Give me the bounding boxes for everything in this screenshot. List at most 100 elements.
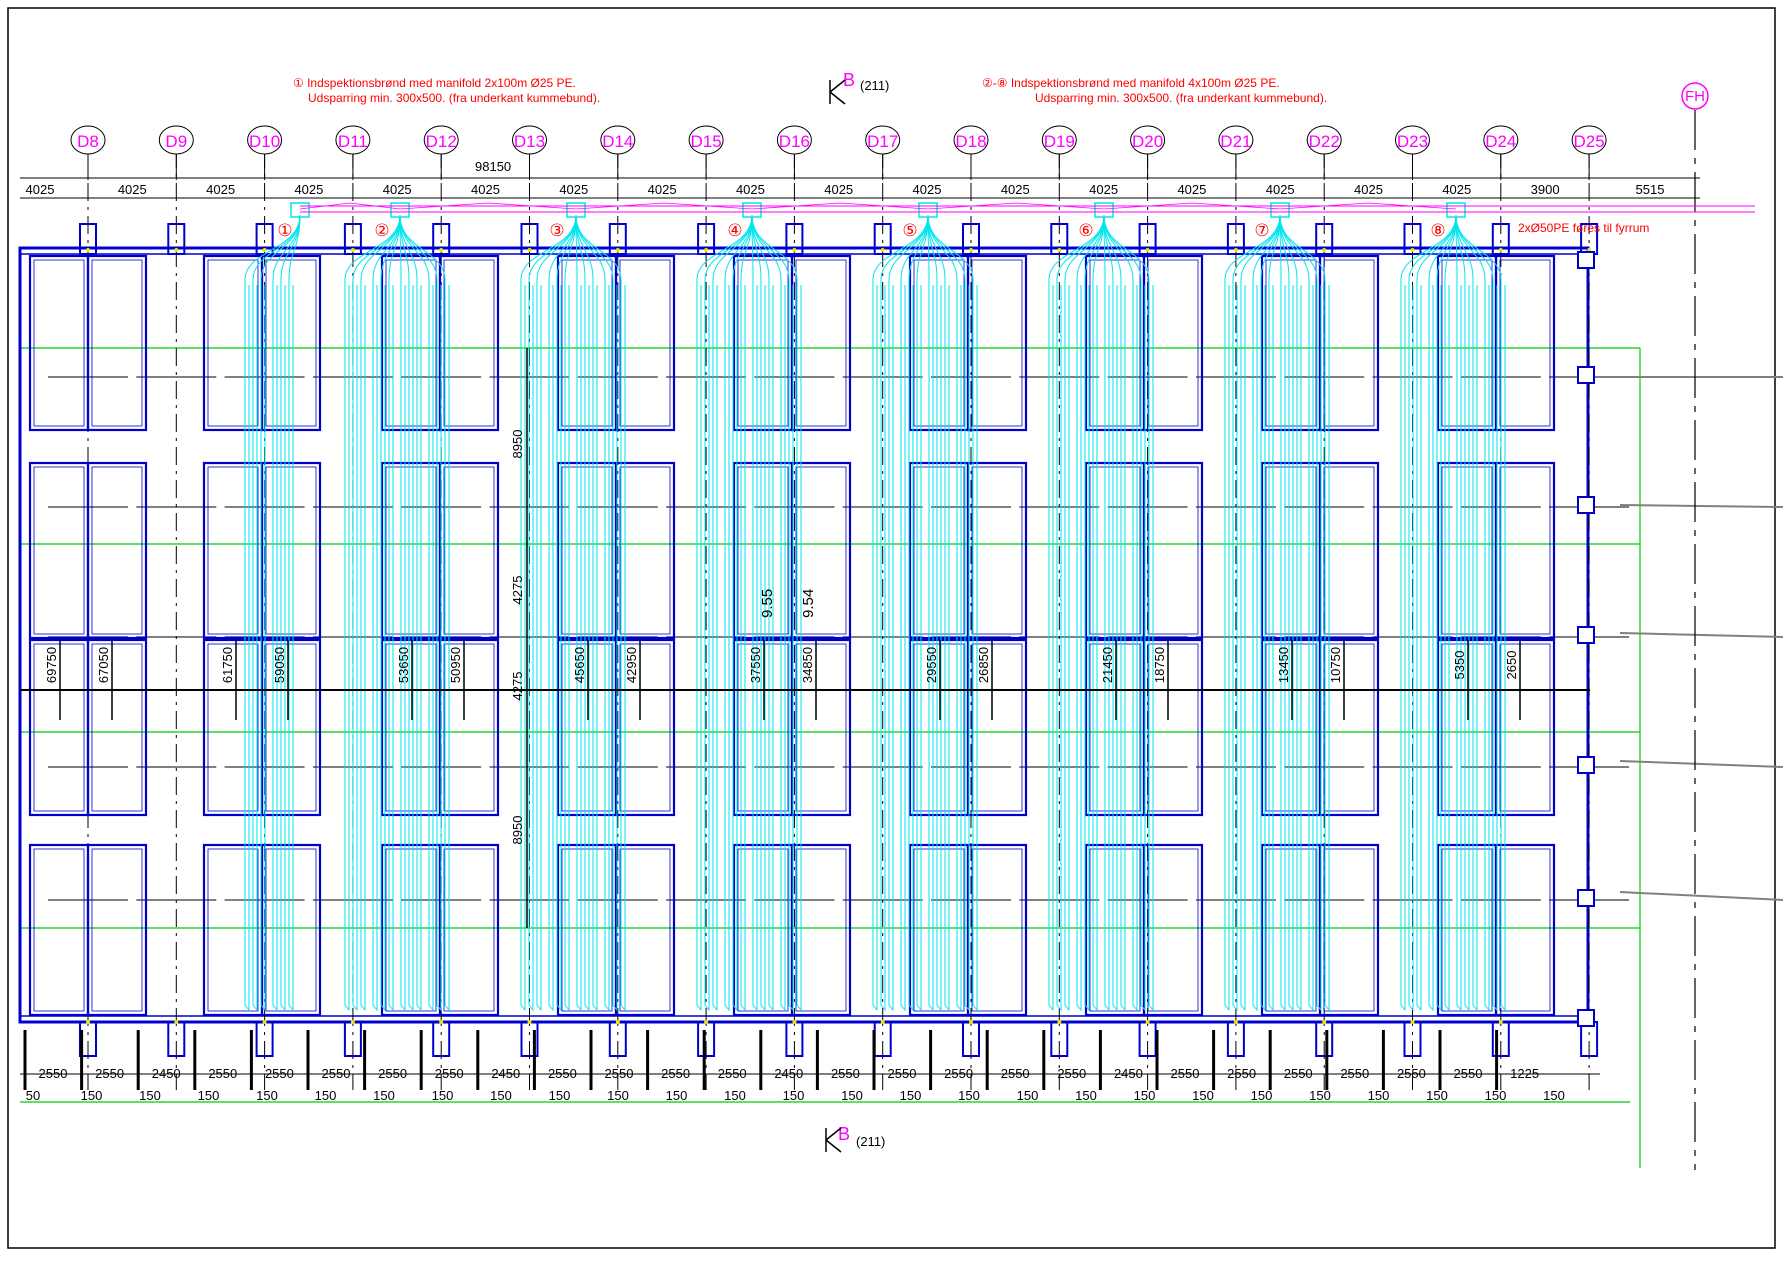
- pipe-run: [1455, 214, 1506, 1012]
- feed-zig: [299, 202, 401, 210]
- dim-bottom2-18: 150: [1075, 1088, 1097, 1103]
- dim-top-10: 4025: [913, 182, 942, 197]
- dim-bottom-7: 2550: [435, 1066, 464, 1081]
- dim-bottom-24: 2550: [1397, 1066, 1426, 1081]
- panel-r2-c4-left-inner: [737, 643, 789, 812]
- panel-r2-c5-right-inner: [971, 643, 1023, 812]
- dim-bottom-17: 2550: [1001, 1066, 1030, 1081]
- panel-r0-c2-left: [380, 254, 442, 432]
- panel-r0-c3-left-inner: [561, 259, 613, 427]
- panel-r3-c4-right: [790, 843, 852, 1017]
- chainage-3: 59050: [272, 647, 287, 683]
- pile-dot: [969, 1020, 973, 1024]
- axis-label-D21: D21: [1220, 132, 1251, 151]
- pipe-run: [380, 214, 401, 1012]
- pipe-run: [1092, 214, 1105, 1012]
- panel-r1-c5-right: [966, 461, 1028, 640]
- panel-r3-c7-right: [1318, 843, 1380, 1017]
- axis-label-D15: D15: [691, 132, 722, 151]
- panel-r1-c4-right-inner: [795, 466, 847, 635]
- panel-r0-c5-right-inner: [971, 259, 1023, 427]
- feed-zig: [927, 202, 1105, 210]
- panel-r0-c3-right-inner: [619, 259, 671, 427]
- panel-r0-c0-left-inner: [33, 259, 85, 427]
- chainage-6: 45650: [572, 647, 587, 683]
- dim-bottom-21: 2550: [1227, 1066, 1256, 1081]
- dim-bottom2-15: 150: [900, 1088, 922, 1103]
- pipe-run: [740, 214, 753, 1012]
- panel-r0-c5-left-inner: [913, 259, 965, 427]
- pipe-run: [344, 214, 401, 1012]
- pipe-run: [388, 214, 401, 1012]
- pipe-run: [548, 214, 577, 1012]
- chainage-16: 5350: [1452, 651, 1467, 680]
- pipe-run: [1279, 214, 1330, 1012]
- chainage-9: 34850: [800, 647, 815, 683]
- dim-bottom2-13: 150: [783, 1088, 805, 1103]
- dim-bottom2-14: 150: [841, 1088, 863, 1103]
- panel-r0-c8-right-inner: [1499, 259, 1551, 427]
- dim-bottom2-7: 150: [432, 1088, 454, 1103]
- panel-r2-c3-right: [614, 638, 676, 817]
- pile-dot: [615, 1020, 620, 1024]
- panel-r1-c2-right: [438, 461, 500, 640]
- axis-label-D25: D25: [1574, 132, 1605, 151]
- dim-bottom2-2: 150: [139, 1088, 161, 1103]
- panel-r3-c2-right: [438, 843, 500, 1017]
- panel-r3-c3-right: [614, 843, 676, 1017]
- pipe-run: [1076, 214, 1105, 1012]
- dim-bottom-3: 2550: [208, 1066, 237, 1081]
- axis-label-D10: D10: [249, 132, 280, 151]
- pile-dot: [792, 1020, 797, 1024]
- panel-r3-c7-left: [1260, 843, 1322, 1017]
- pile-dot: [439, 248, 444, 252]
- note-1-line-2: Udsparring min. 300x500. (fra underkant …: [308, 91, 600, 105]
- dim-bottom-0: 2550: [39, 1066, 68, 1081]
- panel-r3-c4-right-inner: [795, 848, 847, 1012]
- manifold-marker-6: ⑥: [1078, 221, 1093, 240]
- dim-bottom2-10: 150: [607, 1088, 629, 1103]
- panel-r2-c8-right-inner: [1499, 643, 1551, 812]
- pipe-run: [916, 214, 929, 1012]
- dim-bottom-15: 2550: [888, 1066, 917, 1081]
- panel-r3-c8-left-inner: [1441, 848, 1493, 1012]
- manifold-box: [1094, 202, 1114, 218]
- panel-r1-c3-left-inner: [561, 466, 613, 635]
- dim-bottom-9: 2550: [548, 1066, 577, 1081]
- feed-zig: [575, 202, 753, 210]
- dim-top-9: 4025: [824, 182, 853, 197]
- dim-bottom2-6: 150: [373, 1088, 395, 1103]
- pipe-run: [1279, 214, 1286, 1012]
- pile-dot: [174, 1020, 179, 1024]
- panel-r2-c1-left-inner: [207, 643, 259, 812]
- axis-label-D16: D16: [779, 132, 810, 151]
- pipe-run: [900, 214, 929, 1012]
- panel-r2-c2-left: [380, 638, 442, 817]
- pipe-run: [575, 214, 598, 1012]
- panel-r0-c7-left: [1260, 254, 1322, 432]
- dim-bottom-8: 2450: [491, 1066, 520, 1081]
- note-2-line-2: Udsparring min. 300x500. (fra underkant …: [1035, 91, 1327, 105]
- panel-r3-c1-left-inner: [207, 848, 259, 1012]
- panel-r3-c3-left: [556, 843, 618, 1017]
- chainage-15: 10750: [1328, 647, 1343, 683]
- feed-zig: [1279, 202, 1457, 210]
- pipe-run: [927, 214, 942, 1012]
- panel-r0-c7-left-inner: [1265, 259, 1317, 427]
- dim-top-7: 4025: [648, 182, 677, 197]
- panel-r2-c0-right-inner: [91, 643, 143, 812]
- pipe-run: [575, 214, 590, 1012]
- panel-r2-c5-left-inner: [913, 643, 965, 812]
- dim-bottom2-17: 150: [1017, 1088, 1039, 1103]
- pile-top: [167, 223, 186, 255]
- pipe-run: [880, 214, 929, 1012]
- panel-r0-c2-right: [438, 254, 500, 432]
- dim-bottom2-21: 150: [1251, 1088, 1273, 1103]
- manifold-marker-4: ④: [727, 221, 742, 240]
- pipe-run: [1240, 214, 1281, 1012]
- pipe-run: [696, 214, 753, 1012]
- pipe-run: [724, 214, 753, 1012]
- dim-top-17: 3900: [1531, 182, 1560, 197]
- pipe-run: [1455, 214, 1462, 1012]
- chainage-17: 2650: [1504, 651, 1519, 680]
